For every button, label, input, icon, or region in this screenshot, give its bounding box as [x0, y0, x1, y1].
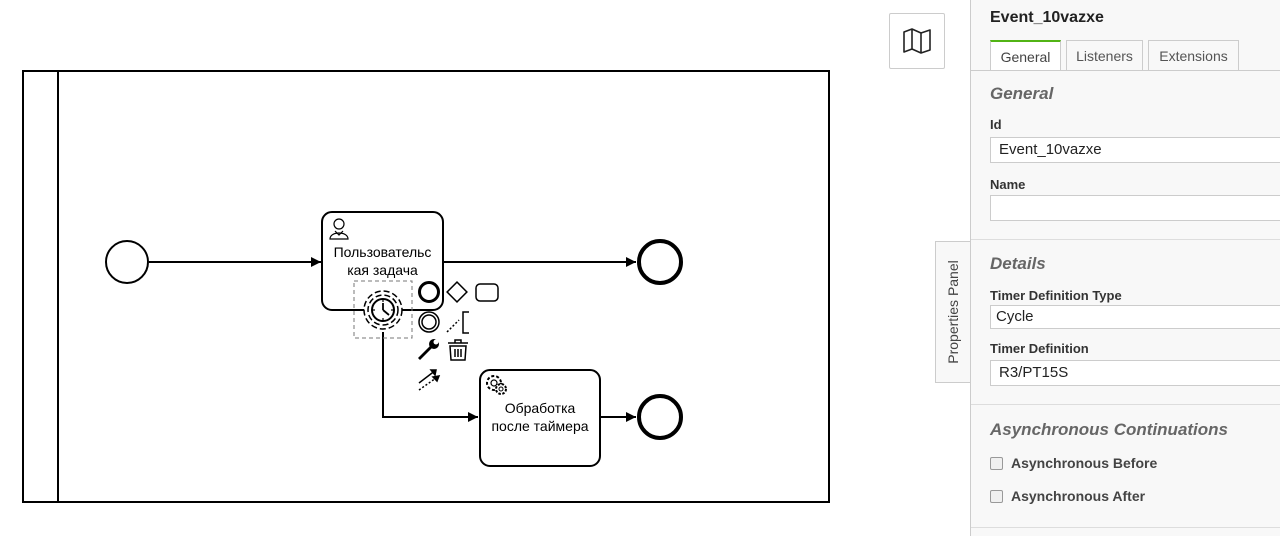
user-task-label: Пользовательс кая задача: [333, 244, 432, 278]
bpmn-diagram[interactable]: [0, 0, 970, 536]
checkbox-box[interactable]: [990, 456, 1003, 470]
timer-definition-input[interactable]: R3/PT15S: [990, 360, 1280, 386]
group-separator: [971, 404, 1280, 405]
timer-type-label: Timer Definition Type: [990, 288, 1122, 303]
service-task-label: Обработка после таймера: [491, 400, 589, 434]
user-icon: [329, 218, 349, 240]
timer-boundary-event[interactable]: [363, 290, 403, 330]
append-intermediate-event-icon[interactable]: [418, 311, 440, 333]
group-separator: [971, 239, 1280, 240]
tab-divider: [971, 70, 1280, 71]
bpmn-canvas[interactable]: Пользовательс кая задача Обработка после…: [0, 0, 970, 536]
flow-timer-to-service[interactable]: [382, 332, 478, 422]
group-separator: [971, 527, 1280, 528]
selection-outline: [353, 280, 413, 339]
context-pad: [418, 281, 499, 391]
id-input[interactable]: Event_10vazxe: [990, 137, 1280, 163]
group-details-title: Details: [990, 254, 1046, 273]
minimap-toggle-button[interactable]: [889, 13, 945, 69]
map-icon: [903, 28, 931, 54]
name-input[interactable]: [990, 195, 1280, 221]
properties-panel-toggle[interactable]: Properties Panel: [935, 241, 970, 383]
group-general-title: General: [990, 84, 1054, 103]
properties-panel: Event_10vazxe General Listeners Extensio…: [970, 0, 1280, 536]
timer-type-select[interactable]: Cycle: [990, 305, 1280, 329]
append-task-icon[interactable]: [475, 283, 499, 302]
append-end-event-icon[interactable]: [418, 281, 440, 303]
start-event[interactable]: [105, 240, 149, 284]
end-event-top[interactable]: [637, 239, 683, 285]
name-label: Name: [990, 177, 1026, 192]
gear-icon: [486, 375, 507, 395]
id-label: Id: [990, 117, 1002, 132]
append-text-annotation-icon[interactable]: [446, 311, 469, 334]
async-before-label: Asynchronous Before: [1011, 455, 1158, 471]
wrench-icon[interactable]: [418, 339, 439, 360]
timer-definition-label: Timer Definition: [990, 341, 1089, 356]
async-after-checkbox[interactable]: Asynchronous After: [990, 488, 1145, 504]
end-event-bottom[interactable]: [637, 394, 683, 440]
group-async-title: Asynchronous Continuations: [990, 420, 1228, 439]
async-after-label: Asynchronous After: [1011, 488, 1146, 504]
trash-icon[interactable]: [448, 339, 468, 361]
checkbox-box[interactable]: [990, 489, 1003, 503]
tab-listeners[interactable]: Listeners: [1066, 40, 1143, 70]
tab-extensions[interactable]: Extensions: [1148, 40, 1239, 70]
properties-panel-toggle-label: Properties Panel: [945, 260, 961, 364]
append-gateway-icon[interactable]: [446, 281, 468, 303]
tab-general[interactable]: General: [990, 40, 1061, 71]
service-task[interactable]: [479, 369, 601, 467]
panel-element-id: Event_10vazxe: [990, 9, 1104, 26]
async-before-checkbox[interactable]: Asynchronous Before: [990, 455, 1157, 471]
connect-icon[interactable]: [418, 369, 441, 391]
